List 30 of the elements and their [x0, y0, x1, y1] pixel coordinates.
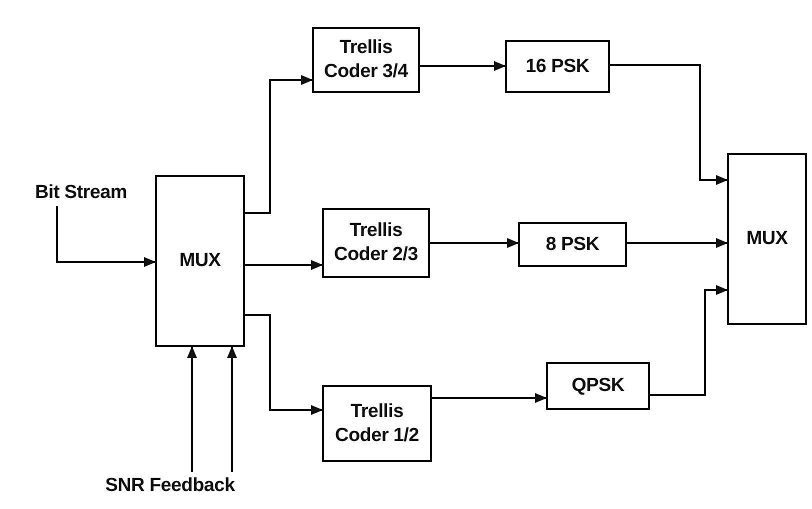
block-box	[312, 27, 420, 93]
block-box	[727, 153, 807, 325]
arrow	[610, 64, 728, 185]
arrow	[245, 314, 323, 415]
arrow	[227, 346, 237, 472]
block-label: MUX	[746, 227, 788, 251]
block-box	[518, 222, 627, 267]
block-label: QPSK	[572, 374, 624, 398]
block-box	[322, 208, 430, 278]
block-label: Trellis Coder 1/2	[334, 400, 420, 448]
signal-label: SNR Feedback	[105, 474, 235, 498]
signal-label: Bit Stream	[34, 181, 128, 205]
block-box	[546, 362, 650, 410]
arrow	[245, 260, 323, 270]
block-label: 8 PSK	[546, 232, 600, 256]
block-label: Trellis Coder 2/3	[333, 219, 419, 267]
arrow	[627, 238, 728, 248]
block-box	[322, 385, 432, 462]
arrow	[56, 206, 156, 267]
arrow	[430, 238, 519, 248]
block-box	[505, 40, 610, 93]
arrow	[420, 61, 506, 71]
arrow	[432, 393, 547, 403]
block-label: 16 PSK	[526, 54, 590, 78]
block-label: Trellis Coder 3/4	[323, 36, 410, 84]
arrow	[650, 285, 728, 396]
arrow	[245, 75, 313, 214]
arrow	[187, 346, 197, 472]
block-label: MUX	[179, 249, 221, 273]
block-box	[155, 175, 245, 347]
